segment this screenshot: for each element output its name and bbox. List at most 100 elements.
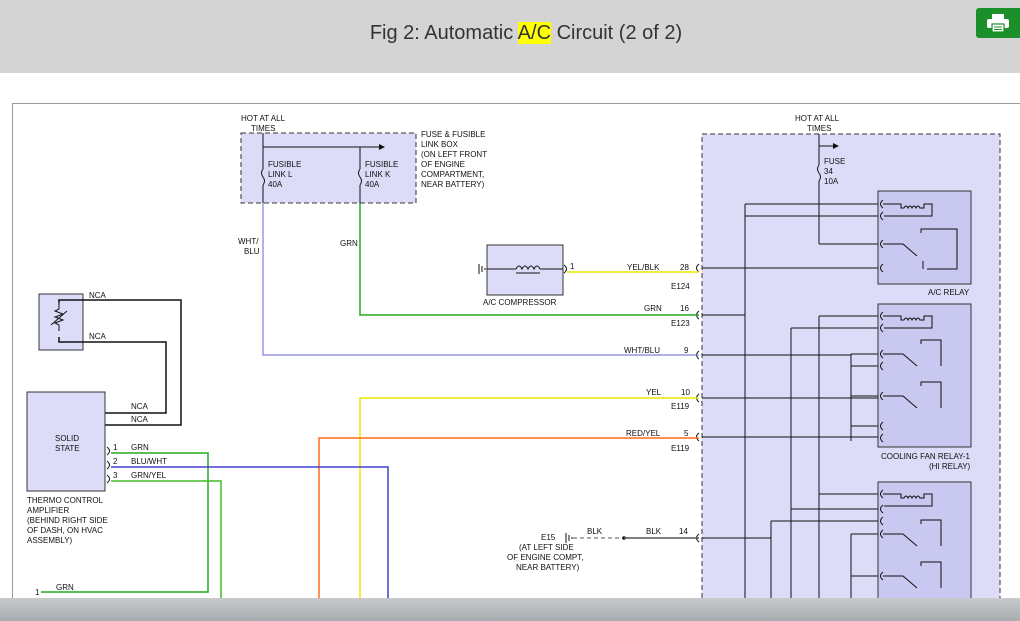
label-amp-grn-yel: GRN/YEL (131, 471, 167, 480)
cooling-relay-label-1: COOLING FAN RELAY-1 (881, 452, 970, 461)
amplifier-desc-3: (BEHIND RIGHT SIDE (27, 516, 108, 525)
ground-e15-label: E15 (541, 533, 556, 542)
fuse-34-label-2: 34 (824, 167, 833, 176)
figure-title: Fig 2: Automatic A/C Circuit (2 of 2) (0, 22, 1020, 45)
wire-nca-2 (58, 337, 167, 414)
amplifier-desc-5: ASSEMBLY) (27, 536, 73, 545)
connector-e124: E124 (671, 282, 690, 291)
label-grn: GRN (644, 304, 662, 313)
label-blu: BLU (244, 247, 260, 256)
title-suffix: Circuit (2 of 2) (551, 22, 683, 44)
title-prefix: Fig 2: Automatic (369, 22, 518, 44)
bottom-pin-1: 1 (35, 588, 40, 597)
label-wht-slash: WHT/ (238, 237, 259, 246)
wire-wht-blu (262, 203, 699, 356)
fuse-desc-2: LINK BOX (421, 140, 459, 149)
wire-grn-fuse (359, 203, 699, 316)
ground-desc-1: (AT LEFT SIDE (519, 543, 574, 552)
pin-16: 16 (680, 304, 689, 313)
wire-nca-1 (58, 299, 182, 426)
circuit-svg: HOT AT ALL TIMES FUSIBLE LINK L 40A FUSI… (26, 114, 1001, 602)
thermistor-sensor (38, 293, 84, 351)
pin-1-compressor: 1 (570, 262, 575, 271)
connector-e123: E123 (671, 319, 690, 328)
fusible-link-l-icon (261, 168, 265, 186)
fuse-desc-1: FUSE & FUSIBLE (421, 130, 485, 139)
third-relay (877, 481, 972, 602)
label-yel-blk: YEL/BLK (627, 263, 660, 272)
thermo-amplifier (26, 391, 106, 492)
wiring-diagram: HOT AT ALL TIMES FUSIBLE LINK L 40A FUSI… (12, 103, 1020, 603)
fusible-k-label-2: LINK K (365, 170, 391, 179)
ac-relay-label: A/C RELAY (928, 288, 970, 297)
ground-desc-3: NEAR BATTERY) (516, 563, 580, 572)
wire-red-yel (318, 437, 699, 602)
printer-icon (987, 14, 1009, 33)
amplifier-desc-4: OF DASH, ON HVAC (27, 526, 103, 535)
pin-9: 9 (684, 346, 689, 355)
fuse-34-label-3: 10A (824, 177, 839, 186)
wire-amp-grn (41, 452, 209, 593)
amplifier-desc-1: THERMO CONTROL (27, 496, 104, 505)
label-nca-3: NCA (131, 402, 149, 411)
cooling-relay-coil-icon (883, 315, 933, 329)
bottom-toolbar (0, 598, 1020, 621)
label-amp-grn: GRN (131, 443, 149, 452)
title-highlight: A/C (517, 22, 552, 44)
third-relay-coil-icon (883, 493, 933, 507)
pin-28: 28 (680, 263, 689, 272)
header-bar: Fig 2: Automatic A/C Circuit (2 of 2) (0, 0, 1020, 73)
thermistor-icon (53, 303, 65, 331)
fusible-link-k-icon (358, 168, 362, 186)
fuse-box (240, 132, 417, 204)
label-blk-2: BLK (646, 527, 662, 536)
cooling-relay-label-2: (HI RELAY) (929, 462, 971, 471)
amplifier-desc-2: AMPLIFIER (27, 506, 69, 515)
amp-pin-2: 2 (113, 457, 118, 466)
third-relay-switch-icon (883, 519, 942, 589)
fuse-34-label-1: FUSE (824, 157, 845, 166)
pin-10: 10 (681, 388, 690, 397)
label-red-yel: RED/YEL (626, 429, 661, 438)
fusible-k-label-3: 40A (365, 180, 380, 189)
wire-yel (359, 397, 699, 602)
fuse-desc-6: NEAR BATTERY) (421, 180, 485, 189)
ac-relay-coil-icon (883, 203, 933, 217)
fusible-k-label-1: FUSIBLE (365, 160, 398, 169)
compressor-clutch-icon (515, 265, 541, 271)
amplifier-label-2: STATE (55, 444, 80, 453)
connector-e119-b: E119 (671, 444, 690, 453)
amp-pin-3: 3 (113, 471, 118, 480)
label-nca-1: NCA (89, 291, 107, 300)
label-grn-vertical: GRN (340, 239, 358, 248)
compressor-label: A/C COMPRESSOR (483, 298, 557, 307)
ground-desc-2: OF ENGINE COMPT, (507, 553, 583, 562)
connector-e119-a: E119 (671, 402, 690, 411)
label-nca-4: NCA (131, 415, 149, 424)
label-wht-blu: WHT/BLU (624, 346, 660, 355)
ac-relay-switch-icon (883, 228, 958, 270)
relay-hot-label-1: HOT AT ALL (795, 114, 840, 123)
fuse-desc-4: OF ENGINE (421, 160, 465, 169)
fuse-desc-5: COMPARTMENT, (421, 170, 484, 179)
fusible-l-label-3: 40A (268, 180, 283, 189)
pin-14: 14 (679, 527, 688, 536)
wire-amp-blu-wht (111, 466, 389, 602)
label-yel: YEL (646, 388, 662, 397)
wire-amp-grn-yel (111, 480, 222, 602)
compressor-ground-icon (478, 264, 486, 274)
label-amp-blu-wht: BLU/WHT (131, 457, 167, 466)
amp-pin-1: 1 (113, 443, 118, 452)
fusible-l-label-2: LINK L (268, 170, 293, 179)
pin-5: 5 (684, 429, 689, 438)
fusible-l-label-1: FUSIBLE (268, 160, 301, 169)
cooling-fan-relay (877, 303, 972, 448)
amplifier-label-1: SOLID (55, 434, 79, 443)
ground-e15-icon (565, 533, 573, 543)
label-blk-1: BLK (587, 527, 603, 536)
ac-compressor (486, 244, 564, 296)
fuse-hot-label-2: TIMES (251, 124, 275, 133)
fuse-hot-label-1: HOT AT ALL (241, 114, 286, 123)
cooling-relay-switch-icon (883, 339, 942, 409)
print-button[interactable] (976, 8, 1020, 38)
